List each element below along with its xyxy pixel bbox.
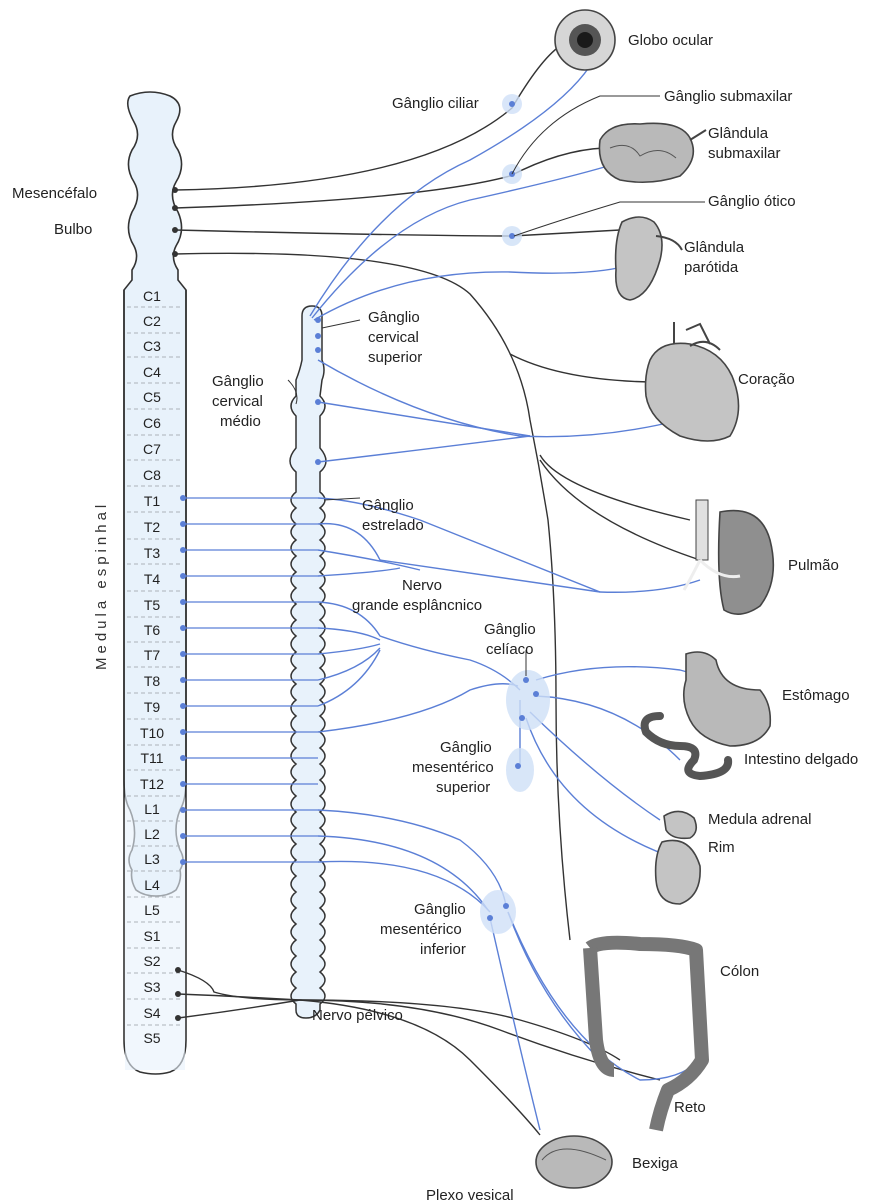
- segment-label: C2: [143, 313, 161, 329]
- segment-label: S3: [143, 979, 160, 995]
- segment-label: C1: [143, 288, 161, 304]
- label-medula-adrenal: Medula adrenal: [708, 811, 811, 828]
- label-glandula-submaxilar: submaxilar: [708, 145, 781, 162]
- adrenal-kidney: [656, 811, 701, 904]
- segment-label: C7: [143, 441, 161, 457]
- segment-label: T6: [144, 622, 161, 638]
- label-plexo-vesical: Plexo vesical: [426, 1187, 514, 1204]
- segment-label: T7: [144, 647, 161, 663]
- label-nervo-esplancnico: Nervo: [402, 577, 442, 594]
- segment-label: L2: [144, 826, 160, 842]
- label-ganglio-cervical-medio: cervical: [212, 393, 263, 410]
- segment-label: T11: [140, 750, 163, 766]
- heart: [646, 322, 739, 441]
- segment-label: L1: [144, 801, 160, 817]
- label-ganglio-cervical-superior: cervical: [368, 329, 419, 346]
- eye: [555, 10, 615, 70]
- label-colon: Cólon: [720, 963, 759, 980]
- segment-label: T9: [144, 699, 161, 715]
- label-estomago: Estômago: [782, 687, 850, 704]
- label-ganglio-submaxilar: Gânglio submaxilar: [664, 88, 792, 105]
- segment-label: S2: [143, 953, 160, 969]
- label-mesencefalo: Mesencéfalo: [12, 185, 97, 202]
- label-glandula-parotida: parótida: [684, 259, 739, 276]
- segment-label: L4: [144, 877, 160, 893]
- medula-espinhal-label: Medula espinhal: [93, 501, 110, 670]
- label-ganglio-estrelado: estrelado: [362, 517, 424, 534]
- segment-label: C4: [143, 364, 161, 380]
- label-nervo-esplancnico: grande esplâncnico: [352, 597, 482, 614]
- segment-label: C3: [143, 338, 161, 354]
- label-ganglio-celiaco: celíaco: [486, 641, 534, 658]
- segment-label: L3: [144, 851, 160, 867]
- segment-label: S4: [143, 1005, 160, 1021]
- segment-label: C5: [143, 389, 161, 405]
- label-ganglio-cervical-medio: Gânglio: [212, 373, 264, 390]
- label-reto: Reto: [674, 1099, 706, 1116]
- label-rim: Rim: [708, 839, 735, 856]
- label-ganglio-cervical-superior: Gânglio: [368, 309, 420, 326]
- label-ganglio-otico: Gânglio ótico: [708, 193, 796, 210]
- label-ganglio-estrelado: Gânglio: [362, 497, 414, 514]
- ganglia: [480, 94, 550, 934]
- submaxillary-gland: [599, 123, 706, 182]
- label-coracao: Coração: [738, 371, 795, 388]
- label-ganglio-mes-inf: inferior: [420, 941, 466, 958]
- label-ganglio-ciliar: Gânglio ciliar: [392, 95, 479, 112]
- segment-label: T4: [144, 571, 161, 587]
- segment-label: S5: [143, 1030, 160, 1046]
- segment-label: C6: [143, 415, 161, 431]
- segment-label: L5: [144, 902, 160, 918]
- segment-label: S1: [143, 928, 160, 944]
- ganglion-dots: [315, 101, 539, 921]
- label-nervo-pelvico: Nervo pélvico: [312, 1007, 403, 1024]
- parotid-gland: [616, 217, 682, 300]
- label-ganglio-mes-sup: superior: [436, 779, 490, 796]
- sympathetic-chain: [290, 306, 326, 1018]
- label-globo-ocular: Globo ocular: [628, 32, 713, 49]
- label-ganglio-mes-sup: mesentérico: [412, 759, 494, 776]
- segment-label: T10: [140, 725, 164, 741]
- label-intestino-delgado: Intestino delgado: [744, 751, 858, 768]
- segment-label: T3: [144, 545, 161, 561]
- label-glandula-submaxilar: Glândula: [708, 125, 769, 142]
- label-glandula-parotida: Glândula: [684, 239, 745, 256]
- label-ganglio-cervical-medio: médio: [220, 413, 261, 430]
- label-ganglio-celiaco: Gânglio: [484, 621, 536, 638]
- segment-label: C8: [143, 467, 161, 483]
- segment-label: T1: [144, 493, 161, 509]
- segment-label: T2: [144, 519, 161, 535]
- lung: [684, 500, 773, 614]
- segment-label: T12: [140, 776, 164, 792]
- bladder: [536, 1136, 612, 1188]
- label-ganglio-mes-inf: mesentérico: [380, 921, 462, 938]
- stomach: [684, 652, 771, 746]
- segment-label: T5: [144, 597, 161, 613]
- label-bulbo: Bulbo: [54, 221, 92, 238]
- label-ganglio-mes-sup: Gânglio: [440, 739, 492, 756]
- label-ganglio-cervical-superior: superior: [368, 349, 422, 366]
- label-ganglio-mes-inf: Gânglio: [414, 901, 466, 918]
- label-pulmao: Pulmão: [788, 557, 839, 574]
- label-bexiga: Bexiga: [632, 1155, 679, 1172]
- segment-label: T8: [144, 673, 161, 689]
